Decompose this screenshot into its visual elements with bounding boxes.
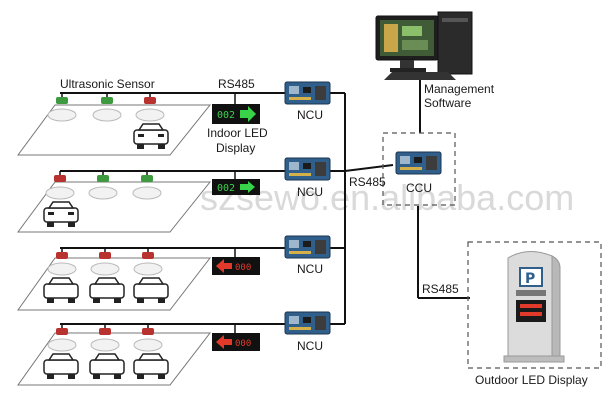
ncu-board-3 [284,235,331,259]
display-value: 002 [217,183,235,194]
ncu-label-1: NCU [297,108,323,122]
arrow-left-icon [216,335,232,349]
ncu-board-1 [284,81,331,105]
ncu-label-4: NCU [297,339,323,353]
arrow-right-icon [240,106,256,122]
sensor-row-3 [43,248,169,303]
outdoor-led-unit: P [467,241,602,369]
computer-icon [375,11,473,80]
sensor-row-2 [43,171,162,227]
rs485-label-top: RS485 [218,77,255,91]
indoor-led-display-1: 002 [212,104,260,124]
car-icon [43,353,79,379]
ccu-label: CCU [406,181,432,195]
sensor-row-1 [47,93,169,149]
rs485-label-outdoor: RS485 [422,282,459,296]
display-value: 000 [235,339,251,349]
ultrasonic-sensor-red [133,248,163,276]
car-icon [89,277,125,303]
outdoor-display-stand: P [503,251,565,363]
display-value: 002 [217,110,235,121]
ccu-unit [382,132,456,206]
ultrasonic-sensor-red [135,93,165,122]
car-icon [89,353,125,379]
floor-row-1 [17,104,212,156]
ncu-board-2 [284,157,331,181]
ultrasonic-sensor-green [132,171,162,200]
arrow-left-icon [216,259,232,273]
outdoor-led-label: Outdoor LED Display [475,373,588,387]
watermark: szsewo.en.alibaba.com [200,177,574,218]
indoor-led-label-line2: Display [216,141,255,155]
arrow-right-icon [240,181,255,193]
car-icon [133,277,169,303]
sensor-row-4 [43,324,169,379]
floor-row-4 [17,332,212,386]
floor-row-3 [17,257,212,311]
ultrasonic-sensor-red [45,171,75,200]
ultrasonic-sensor-green [92,93,122,122]
car-icon [133,353,169,379]
svg-text:P: P [525,271,535,287]
car-icon [133,123,169,149]
ultrasonic-sensor-label: Ultrasonic Sensor [60,77,155,91]
ultrasonic-sensor-green [88,171,118,200]
indoor-led-display-2: 002 [212,179,260,195]
indoor-led-display-4: 000 [212,333,260,351]
floor-row-2 [17,181,212,233]
management-label-line2: Software [424,96,472,110]
car-icon [43,277,79,303]
ultrasonic-sensor-red [90,324,120,352]
ncu-label-3: NCU [297,262,323,276]
display-value: 000 [235,263,251,273]
ultrasonic-sensor-red [90,248,120,276]
ultrasonic-sensor-red [47,324,77,352]
ncu-board-4 [284,311,331,335]
ultrasonic-sensor-red [133,324,163,352]
ultrasonic-sensor-green [47,93,77,122]
indoor-led-label-line1: Indoor LED [207,126,268,140]
car-icon [43,201,79,227]
parking-sign-icon: P [519,267,543,287]
indoor-led-display-3: 000 [212,257,260,275]
ultrasonic-sensor-red [47,248,77,276]
rs485-label-mid: RS485 [349,175,386,189]
rs485-bus-lines [60,78,470,325]
management-label-line1: Management [424,82,495,96]
ncu-label-2: NCU [297,185,323,199]
